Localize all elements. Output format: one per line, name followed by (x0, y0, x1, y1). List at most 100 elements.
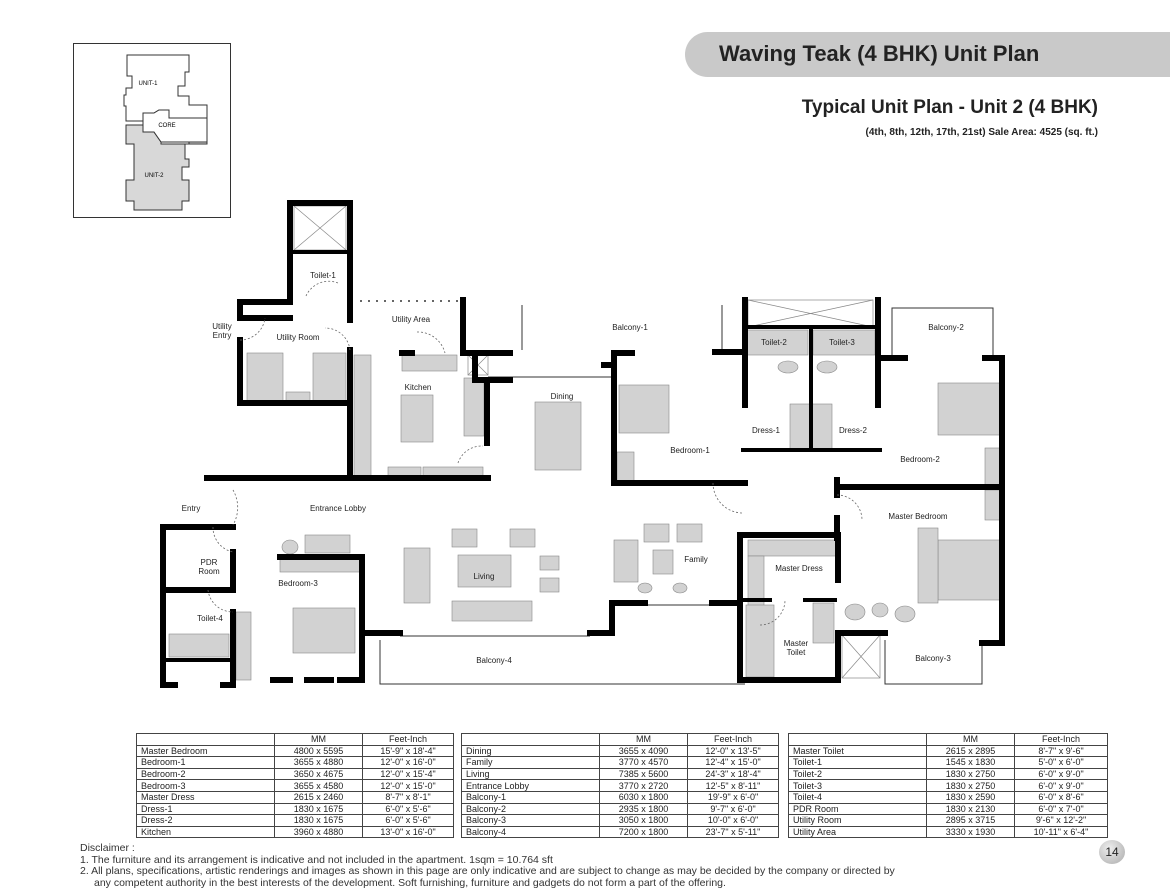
feet-inch-cell: 12'-5" x 8'-11" (687, 779, 779, 792)
feet-inch-cell: 12'-4" x 15'-0" (687, 756, 779, 769)
family-sofa (613, 539, 639, 583)
label-toilet-4: Toilet-4 (197, 614, 223, 623)
living-chair-1 (451, 528, 478, 548)
bedroom-2-desk (984, 447, 1001, 487)
feet-inch-cell: 9'-6" x 12'-2" (1014, 814, 1108, 827)
room-name-cell: Family (461, 756, 600, 769)
room-name-cell: Master Dress (136, 790, 275, 804)
label-balcony-4: Balcony-4 (476, 656, 512, 665)
master-tub (745, 604, 775, 678)
mm-cell: 3655 x 4880 (274, 756, 363, 769)
living-chair-2 (509, 528, 536, 548)
dress-1-wardrobe (789, 403, 811, 450)
label-master-bedroom: Master Bedroom (888, 512, 947, 521)
label-master-toilet-2: Toilet (787, 648, 806, 657)
room-name-cell: Master Toilet (788, 744, 927, 758)
label-dress-1: Dress-1 (752, 426, 781, 435)
room-name-cell: Utility Area (788, 825, 927, 839)
core-shape (142, 109, 208, 143)
label-entry: Entry (182, 504, 201, 513)
label-utility-entry-2: Entry (213, 331, 232, 340)
column-header: MM (926, 733, 1015, 746)
floor-plan: Toilet-1 Utility Entry Utility Room Util… (160, 200, 1005, 688)
label-master-toilet-1: Master (784, 639, 809, 648)
column-header: Feet-Inch (362, 733, 454, 746)
mm-cell: 3655 x 4090 (599, 744, 688, 758)
mm-cell: 7200 x 1800 (599, 825, 688, 839)
disclaimer-line-1: 1. The furniture and its arrangement is … (80, 853, 553, 866)
label-dress-2: Dress-2 (839, 426, 868, 435)
living-coffee-table (457, 554, 512, 588)
toilet-4-shower (168, 633, 230, 658)
balcony-outlines (379, 305, 994, 685)
feet-inch-cell: 12'-0" x 16'-0" (362, 756, 454, 769)
label-master-dress: Master Dress (775, 564, 823, 573)
balcony-3-outline (884, 640, 983, 685)
mm-cell: 2935 x 1800 (599, 802, 688, 816)
master-dress-rack-top (747, 539, 839, 557)
label-living: Living (474, 572, 495, 581)
living-stool-2 (539, 577, 560, 593)
lobby-plant (281, 539, 299, 555)
column-header: MM (599, 733, 688, 746)
mm-cell: 2615 x 2895 (926, 744, 1015, 758)
balcony-2-outline (891, 307, 994, 358)
master-vanity (812, 602, 835, 644)
feet-inch-cell: 6'-0" x 9'-0" (1014, 779, 1108, 792)
room-name-cell: Balcony-4 (461, 825, 600, 839)
mm-cell: 1830 x 1675 (274, 802, 363, 816)
bedroom-3-desk (235, 611, 252, 681)
room-name-cell: Balcony-1 (461, 790, 600, 804)
family-table (652, 549, 674, 575)
door-swings (207, 280, 863, 626)
living-stool-1 (539, 555, 560, 571)
label-bedroom-1: Bedroom-1 (670, 446, 710, 455)
toilet-2-shower (742, 329, 809, 356)
feet-inch-cell: 6'-0" x 9'-0" (1014, 767, 1108, 781)
room-name-cell: Bedroom-3 (136, 779, 275, 792)
disclaimer: Disclaimer : 1. The furniture and its ar… (80, 842, 895, 889)
master-bedside (917, 527, 939, 604)
fridge (463, 377, 485, 437)
family-armchair-1 (643, 523, 670, 543)
label-dining: Dining (551, 392, 574, 401)
title-banner: Waving Teak (4 BHK) Unit Plan (685, 32, 1170, 77)
key-plan: UNIT-1 CORE UNIT-2 (73, 43, 231, 218)
mm-cell: 3650 x 4675 (274, 767, 363, 781)
room-name-cell: Entrance Lobby (461, 779, 600, 792)
disclaimer-line-2: 2. All plans, specifications, artistic r… (80, 865, 895, 877)
master-side-table (871, 602, 889, 618)
label-utility-room: Utility Room (276, 333, 319, 342)
label-toilet-3: Toilet-3 (829, 338, 855, 347)
mm-cell: 3770 x 4570 (599, 756, 688, 769)
mm-cell: 3655 x 4580 (274, 779, 363, 792)
kitchen-counter (353, 354, 372, 478)
living-sofa-left (403, 547, 431, 604)
floors-sale-area: (4th, 8th, 12th, 17th, 21st) Sale Area: … (865, 127, 1098, 138)
label-pdr-2: Room (198, 567, 220, 576)
label-balcony-1: Balcony-1 (612, 323, 648, 332)
feet-inch-cell: 13'-0" x 16'-0" (362, 825, 454, 839)
page-title: Waving Teak (4 BHK) Unit Plan (719, 41, 1040, 66)
feet-inch-cell: 23'-7" x 5'-11" (687, 825, 779, 839)
disclaimer-heading: Disclaimer : (80, 842, 135, 854)
key-unit-2-label: UNIT-2 (144, 173, 164, 179)
room-name-cell: Bedroom-2 (136, 767, 275, 781)
